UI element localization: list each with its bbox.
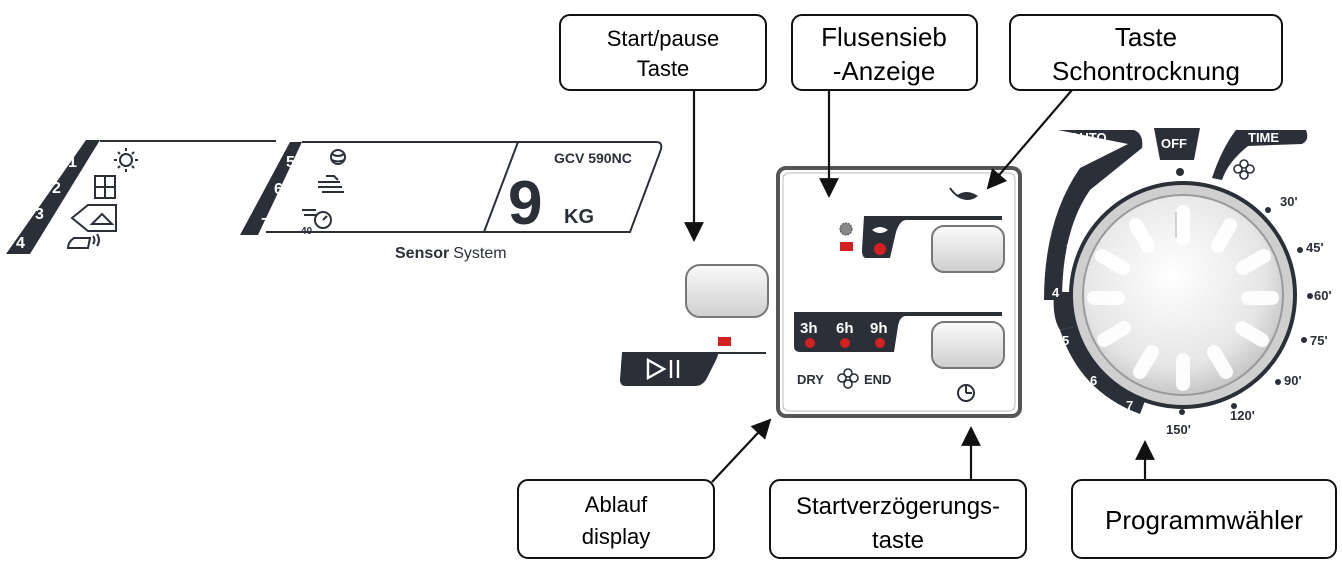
time-dots: [1179, 207, 1313, 415]
off-dot: [1176, 168, 1184, 176]
time-fan-icon: [1233, 159, 1255, 180]
svg-text:Taste: Taste: [637, 56, 690, 81]
dial-num-3: 3: [1066, 241, 1073, 256]
prog-num-6: 6: [274, 181, 283, 198]
time-90: 90': [1284, 373, 1302, 388]
program-dial: AUTO OFF TIME 1 2 3 4 5 6 7 30' 45' 60': [1044, 128, 1332, 437]
time-60: 60': [1314, 288, 1332, 303]
off-tag: [1154, 128, 1200, 160]
panel-stripe-a: [6, 140, 100, 254]
callout-arrows: [684, 89, 1155, 483]
play-pause-icon: [646, 357, 680, 381]
capacity-unit: KG: [564, 206, 594, 228]
prog-num-4: 4: [16, 235, 25, 252]
time-75: 75': [1310, 333, 1328, 348]
callout-program-selector: Programmwähler: [1071, 479, 1337, 559]
iron-icon: [66, 233, 100, 249]
dial-num-4: 4: [1052, 285, 1060, 300]
capacity-number: 9: [508, 169, 542, 238]
gentle-dry-button[interactable]: [931, 225, 1005, 273]
start-pause-led: [718, 337, 731, 346]
start-pause-button[interactable]: [685, 264, 769, 318]
time-120: 120': [1230, 408, 1255, 423]
arrow-gentle-dry: [986, 89, 1073, 190]
prog-num-5: 5: [286, 154, 295, 171]
auto-arc: [1044, 130, 1143, 300]
time-arc: [1212, 130, 1308, 180]
dial-num-5: 5: [1062, 333, 1069, 348]
gentle-dry-led: [874, 243, 886, 255]
delay-6h-label: 6h: [836, 320, 854, 337]
fan-icon: [837, 368, 859, 389]
delay-3h-label: 3h: [800, 320, 818, 337]
callout-start-pause: Start/pause Taste: [559, 14, 767, 91]
arrow-sequence-display: [711, 418, 772, 483]
svg-text:Taste: Taste: [1115, 22, 1177, 52]
delay-3h-led: [805, 338, 815, 348]
callout-sequence-display: Ablauf display: [517, 479, 715, 559]
dial-num-6: 6: [1090, 373, 1097, 388]
auto-label: AUTO: [1070, 130, 1107, 145]
sun-icon: [114, 148, 138, 172]
prog-num-3: 3: [35, 206, 44, 223]
svg-text:Startverzögerungs-: Startverzögerungs-: [796, 493, 1000, 520]
phase-end-label: END: [864, 372, 891, 387]
dial-num-1: 1: [1126, 174, 1133, 189]
time-45: 45': [1306, 240, 1324, 255]
gentle-dry-band: [862, 216, 1002, 258]
leaf-icon: [949, 187, 978, 200]
callout-delay-start: Startverzögerungs- taste: [769, 479, 1027, 559]
svg-text:40: 40: [301, 226, 313, 237]
lint-filter-led: [840, 242, 853, 251]
svg-text:Flusensieb: Flusensieb: [821, 22, 947, 52]
delay-start-button[interactable]: [931, 321, 1005, 369]
delay-9h-label: 9h: [870, 320, 888, 337]
cupboard-icon: [94, 175, 116, 199]
svg-text:Start/pause: Start/pause: [607, 26, 720, 51]
svg-text:taste: taste: [872, 527, 924, 554]
prog-num-1: 1: [68, 154, 77, 171]
prog-num-7: 7: [261, 216, 270, 233]
wool-icon: [330, 149, 346, 165]
callout-gentle-dry: Taste Schontrocknung: [1009, 14, 1283, 91]
panel-stripe-b: [240, 142, 302, 235]
svg-text:Schontrocknung: Schontrocknung: [1052, 56, 1240, 86]
delay-6h-led: [840, 338, 850, 348]
delay-clock-icon: [957, 384, 975, 402]
callout-lint-filter: Flusensieb -Anzeige: [791, 14, 978, 91]
svg-text:Ablauf: Ablauf: [585, 492, 648, 517]
model-label: GCV 590NC: [554, 150, 632, 166]
dial-num-7: 7: [1126, 398, 1133, 413]
start-pause-band: [620, 352, 718, 386]
model-band: [266, 141, 663, 233]
off-label: OFF: [1161, 136, 1187, 151]
timer-40-icon: 40: [301, 209, 332, 237]
dial-num-2: 2: [1088, 200, 1095, 215]
svg-text:display: display: [582, 524, 650, 549]
prog-num-2: 2: [52, 180, 61, 197]
time-150: 150': [1166, 422, 1191, 437]
delay-9h-led: [875, 338, 885, 348]
phase-dry-label: DRY: [797, 372, 824, 387]
knob-grips: [1087, 205, 1279, 391]
lint-filter-icon: [839, 222, 853, 236]
shirts-icon: [318, 175, 344, 193]
control-display: 3h 6h 9h DRY END: [776, 166, 1022, 418]
capacity-divider: [483, 141, 519, 233]
time-label: TIME: [1248, 130, 1279, 145]
program-panel-left: 1 2 3 4: [6, 140, 663, 262]
svg-text:Programmwähler: Programmwähler: [1105, 505, 1303, 535]
time-30: 30': [1280, 194, 1298, 209]
program-knob[interactable]: [1082, 194, 1284, 396]
hanger-icon: [70, 204, 117, 232]
start-pause-control: [620, 264, 769, 386]
svg-text:-Anzeige: -Anzeige: [833, 56, 936, 86]
